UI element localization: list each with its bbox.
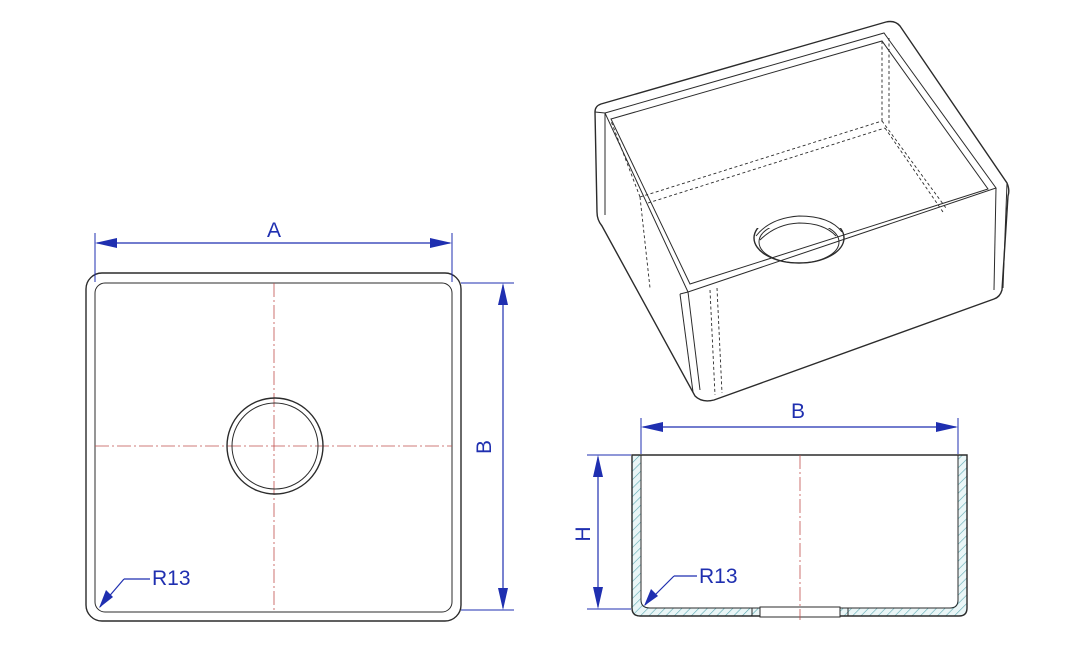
top-view-drain-inner (231, 402, 319, 490)
dimension-h: H (572, 454, 631, 610)
section-right-wall (839, 454, 968, 617)
iso-rim-inner (604, 32, 997, 293)
top-view-drain-outer (226, 397, 324, 495)
dimension-a: A (94, 219, 453, 282)
top-view: A B R13 (85, 219, 514, 622)
dimension-b-section: B (640, 400, 959, 454)
iso-outer-body (594, 20, 1010, 402)
top-view-inner-bowl (94, 282, 453, 613)
dimension-h-label: H (572, 526, 595, 541)
radius-leader-section: R13 (644, 565, 738, 606)
iso-hidden-back-bottom (639, 120, 883, 198)
radius-label-top-view: R13 (152, 567, 191, 590)
top-view-outer-rim (85, 272, 462, 622)
radius-label-section: R13 (699, 565, 738, 588)
radius-leader-top-view: R13 (99, 567, 191, 608)
dimension-b-top-view: B (461, 282, 514, 611)
isometric-view (594, 20, 1010, 402)
dimension-b-top-view-label: B (473, 440, 496, 454)
iso-rim-inner-2 (610, 40, 989, 285)
section-view: B H R13 (572, 400, 968, 620)
dimension-a-label: A (267, 219, 281, 242)
dimension-b-section-label: B (791, 400, 805, 423)
